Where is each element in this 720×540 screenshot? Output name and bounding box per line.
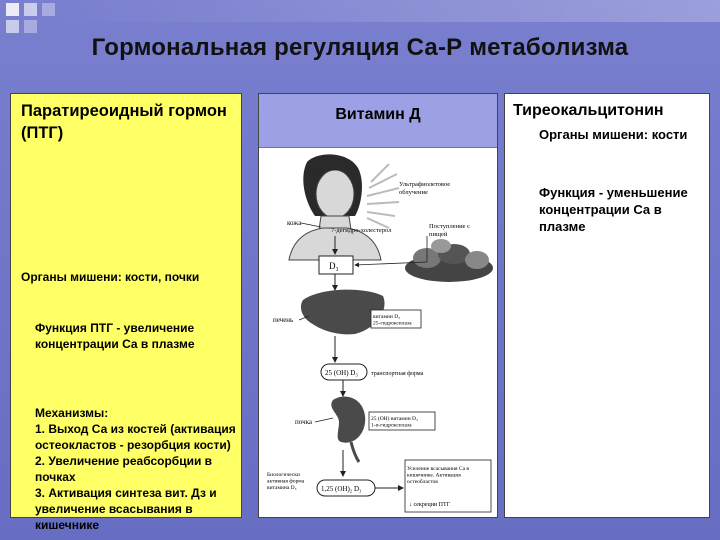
pth-panel: Паратиреоидный гормон (ПТГ) Органы мишен…	[10, 93, 242, 532]
pth-targets: Органы мишени: кости, почки	[21, 270, 200, 284]
liver-illustration	[300, 289, 385, 335]
liver-enzyme-box	[370, 309, 422, 329]
calcitonin-heading: Тиреокальцитонин	[513, 102, 664, 119]
liver-pointer	[298, 315, 310, 321]
corner-decoration	[0, 0, 60, 45]
calcitonin-targets: Органы мишени: кости	[539, 127, 688, 142]
calcitonin-panel: Тиреокальцитонин Органы мишени: кости Фу…	[504, 93, 710, 518]
oh25-box	[320, 363, 368, 381]
d3-box	[318, 255, 354, 275]
pth-mechanisms: Механизмы: 1. Выход Са из костей (актива…	[35, 405, 239, 533]
transport-label: транспортная форма	[371, 370, 424, 377]
mechanism-item: 2. Увеличение реабсорбции в почках	[35, 454, 213, 484]
vitamin-d-title: Витамин Д	[335, 106, 421, 123]
effects-box	[404, 459, 492, 513]
mechanism-item: 3. Активация синтеза вит. Дз и увеличени…	[35, 486, 217, 532]
skin-label: кожа	[287, 219, 302, 227]
kidney-pointer	[314, 417, 334, 423]
active-label: 1,25 (OH)₂ D₃	[321, 485, 362, 493]
oh25-label: 25 (OH) D₃	[325, 369, 358, 377]
ptg-label: ↓ секреции ПТГ	[409, 502, 451, 508]
arrow-food-d3	[354, 261, 428, 268]
mechanisms-title: Механизмы:	[35, 406, 109, 420]
vitamin-d-title-box: Витамин Д	[259, 94, 497, 148]
skin-pointer	[300, 222, 322, 228]
kidney-enzyme-box	[368, 411, 436, 431]
sun-rays	[366, 163, 400, 229]
top-band	[60, 0, 720, 22]
liver-label: печень	[273, 316, 293, 324]
slide-title: Гормональная регуляция Са-Р метаболизма	[91, 34, 629, 61]
kidney-label: почка	[295, 418, 313, 426]
ureter	[349, 441, 361, 463]
dehydro-label: 7-дегидро-холестерол	[331, 227, 392, 234]
calcitonin-function: Функция - уменьшение концентрации Са в п…	[539, 185, 688, 234]
kidney-illustration	[331, 396, 366, 443]
food-illustration	[405, 239, 493, 282]
pth-heading: Паратиреоидный гормон (ПТГ)	[21, 102, 227, 142]
pth-function: Функция ПТГ - увеличение концентрации Са…	[35, 321, 195, 351]
d3-label: D₃	[329, 261, 339, 271]
mechanism-item: 1. Выход Са из костей (активация остеокл…	[35, 422, 236, 452]
